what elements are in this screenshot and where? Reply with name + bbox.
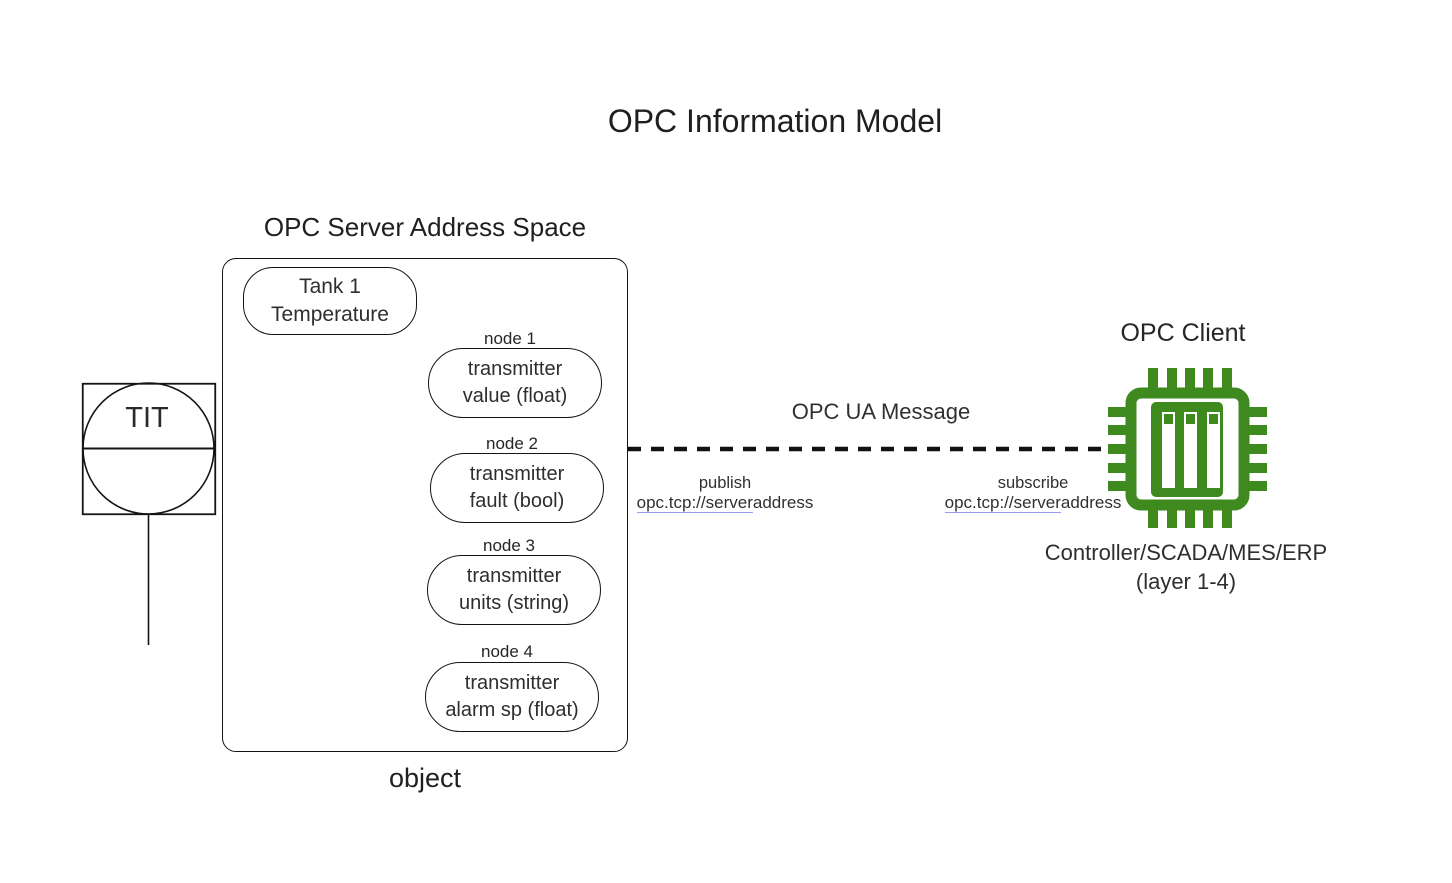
tit-instrument-symbol bbox=[81, 382, 217, 645]
subscribe-action-label: subscribe bbox=[997, 474, 1069, 492]
subscribe-url-underlined: opc.tcp://server bbox=[944, 493, 1061, 513]
node-1-box: transmitter value (float) bbox=[428, 348, 602, 418]
publish-url-underlined: opc.tcp://server bbox=[636, 493, 753, 513]
client-caption: Controller/SCADA/MES/ERP (layer 1-4) bbox=[1036, 538, 1336, 596]
subscribe-url: opc.tcp://serveraddress bbox=[903, 493, 1163, 513]
node-text-line: transmitter bbox=[466, 565, 562, 587]
opc-client-label: OPC Client bbox=[1120, 319, 1246, 347]
server-address-space-label: OPC Server Address Space bbox=[263, 212, 587, 242]
subscribe-endpoint-label: subscribe opc.tcp://serveraddress bbox=[903, 473, 1163, 513]
client-caption-line1: Controller/SCADA/MES/ERP bbox=[1044, 540, 1328, 565]
node-text-line: transmitter bbox=[469, 463, 565, 485]
publish-action-label: publish bbox=[698, 474, 752, 492]
node-2-box: transmitter fault (bool) bbox=[430, 453, 604, 523]
node-4-label: node 4 bbox=[481, 642, 533, 661]
object-caption: object bbox=[388, 763, 462, 793]
node-3-box: transmitter units (string) bbox=[427, 555, 601, 625]
publish-url: opc.tcp://serveraddress bbox=[595, 493, 855, 513]
node-text-line: alarm sp (float) bbox=[445, 699, 579, 721]
node-4-box: transmitter alarm sp (float) bbox=[425, 662, 599, 732]
page-title: OPC Information Model bbox=[607, 103, 943, 139]
tit-instrument-label: TIT bbox=[125, 402, 169, 434]
node-text-line: value (float) bbox=[462, 385, 568, 407]
node-3-label: node 3 bbox=[483, 536, 535, 555]
tank-node-box: Tank 1 Temperature bbox=[243, 267, 417, 335]
microchip-icon bbox=[1108, 368, 1267, 528]
tank-node-line2: Temperature bbox=[271, 303, 389, 326]
node-text-line: transmitter bbox=[467, 358, 563, 380]
publish-endpoint-label: publish opc.tcp://serveraddress bbox=[595, 473, 855, 513]
node-text-line: fault (bool) bbox=[469, 490, 565, 512]
node-1-label: node 1 bbox=[484, 329, 536, 348]
tank-node-line1: Tank 1 bbox=[299, 275, 361, 298]
client-caption-line2: (layer 1-4) bbox=[1135, 569, 1237, 594]
node-2-label: node 2 bbox=[486, 434, 538, 453]
subscribe-url-tail: address bbox=[1060, 493, 1122, 512]
node-text-line: units (string) bbox=[458, 592, 570, 614]
opc-ua-message-label: OPC UA Message bbox=[791, 399, 971, 424]
node-text-line: transmitter bbox=[464, 672, 560, 694]
publish-url-tail: address bbox=[752, 493, 814, 512]
